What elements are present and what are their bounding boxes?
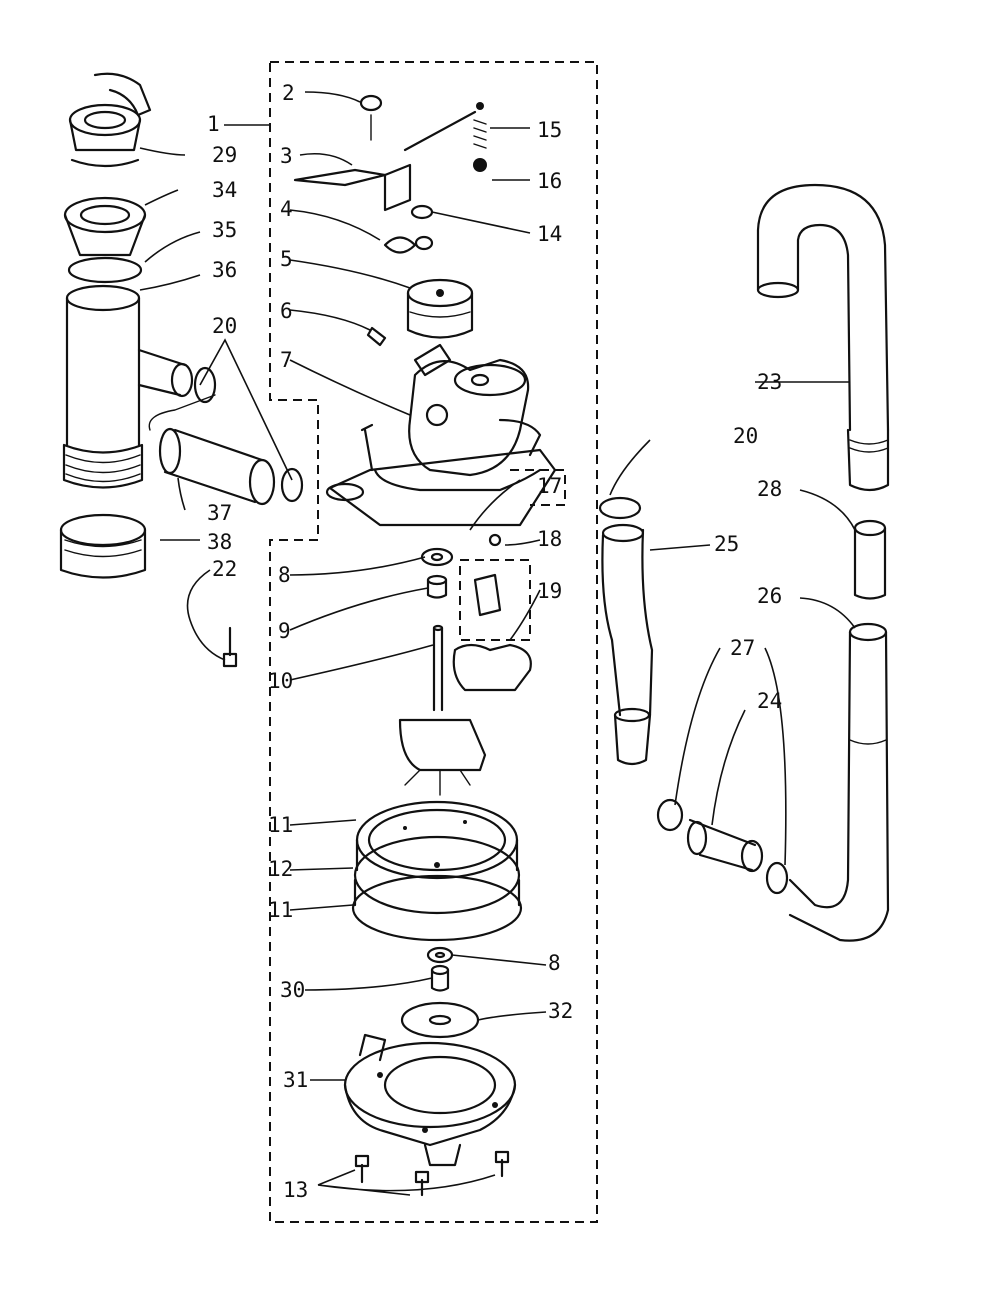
standpipe-36 — [62, 284, 194, 489]
label-9: 9 — [278, 619, 291, 643]
shaft-10 — [432, 624, 444, 712]
drain-cap-29 — [68, 72, 152, 168]
label-27: 27 — [730, 636, 755, 660]
seal-8-lower — [426, 946, 454, 964]
label-38: 38 — [207, 530, 232, 554]
label-3: 3 — [280, 144, 293, 168]
hose-26 — [788, 622, 890, 942]
label-25: 25 — [714, 532, 739, 556]
label-1: 1 — [207, 112, 220, 136]
clamp-20-right — [598, 496, 642, 520]
label-11-lower: 11 — [268, 898, 293, 922]
label-34: 34 — [212, 178, 237, 202]
hose-23 — [756, 183, 890, 492]
nut-38 — [59, 513, 147, 579]
label-28: 28 — [757, 477, 782, 501]
pulley-5 — [406, 278, 474, 339]
label-20-right: 20 — [733, 424, 758, 448]
label-8-upper: 8 — [278, 563, 291, 587]
screw-22 — [222, 626, 238, 668]
label-4: 4 — [280, 197, 293, 221]
label-24: 24 — [757, 689, 782, 713]
label-6: 6 — [280, 299, 293, 323]
valve-parts-17-19 — [452, 469, 566, 692]
pump-base-31 — [343, 1033, 517, 1167]
label-13: 13 — [283, 1178, 308, 1202]
label-16: 16 — [537, 169, 562, 193]
label-36: 36 — [212, 258, 237, 282]
label-29: 29 — [212, 143, 237, 167]
clamps-20-left — [193, 366, 304, 503]
label-11-upper: 11 — [268, 813, 293, 837]
hose-24 — [656, 798, 789, 895]
label-26: 26 — [757, 584, 782, 608]
assembly-boundary — [269, 61, 598, 1223]
leader-lines — [139, 91, 856, 1196]
label-31: 31 — [283, 1068, 308, 1092]
upper-linkage-parts — [293, 94, 487, 347]
diaphragm-32 — [400, 1001, 480, 1039]
label-17: 17 — [537, 474, 562, 498]
label-2: 2 — [282, 81, 295, 105]
label-7: 7 — [280, 348, 293, 372]
pump-body-7 — [325, 343, 557, 527]
seal-8-upper — [420, 547, 454, 567]
part-30 — [430, 964, 450, 992]
label-14: 14 — [537, 222, 562, 246]
label-18: 18 — [537, 527, 562, 551]
label-15: 15 — [537, 118, 562, 142]
gaskets-11-12 — [351, 800, 523, 942]
ring-35 — [67, 256, 143, 284]
impeller-hub — [398, 718, 487, 796]
coupling-28 — [853, 519, 887, 600]
coupling-34 — [63, 196, 147, 257]
hose-37 — [148, 394, 276, 506]
bushing-9 — [426, 574, 448, 599]
hose-25 — [601, 523, 654, 766]
label-23: 23 — [757, 370, 782, 394]
label-8-lower: 8 — [548, 951, 561, 975]
callout-labels: 1 2 3 4 5 6 7 8 9 10 11 12 11 13 14 15 1… — [207, 81, 782, 1202]
label-37: 37 — [207, 501, 232, 525]
label-12: 12 — [268, 857, 293, 881]
label-32: 32 — [548, 999, 573, 1023]
label-10: 10 — [268, 669, 293, 693]
label-19: 19 — [537, 579, 562, 603]
label-20-left: 20 — [212, 314, 237, 338]
screws-13 — [354, 1150, 510, 1197]
label-30: 30 — [280, 978, 305, 1002]
label-5: 5 — [280, 247, 293, 271]
label-35: 35 — [212, 218, 237, 242]
label-22: 22 — [212, 557, 237, 581]
